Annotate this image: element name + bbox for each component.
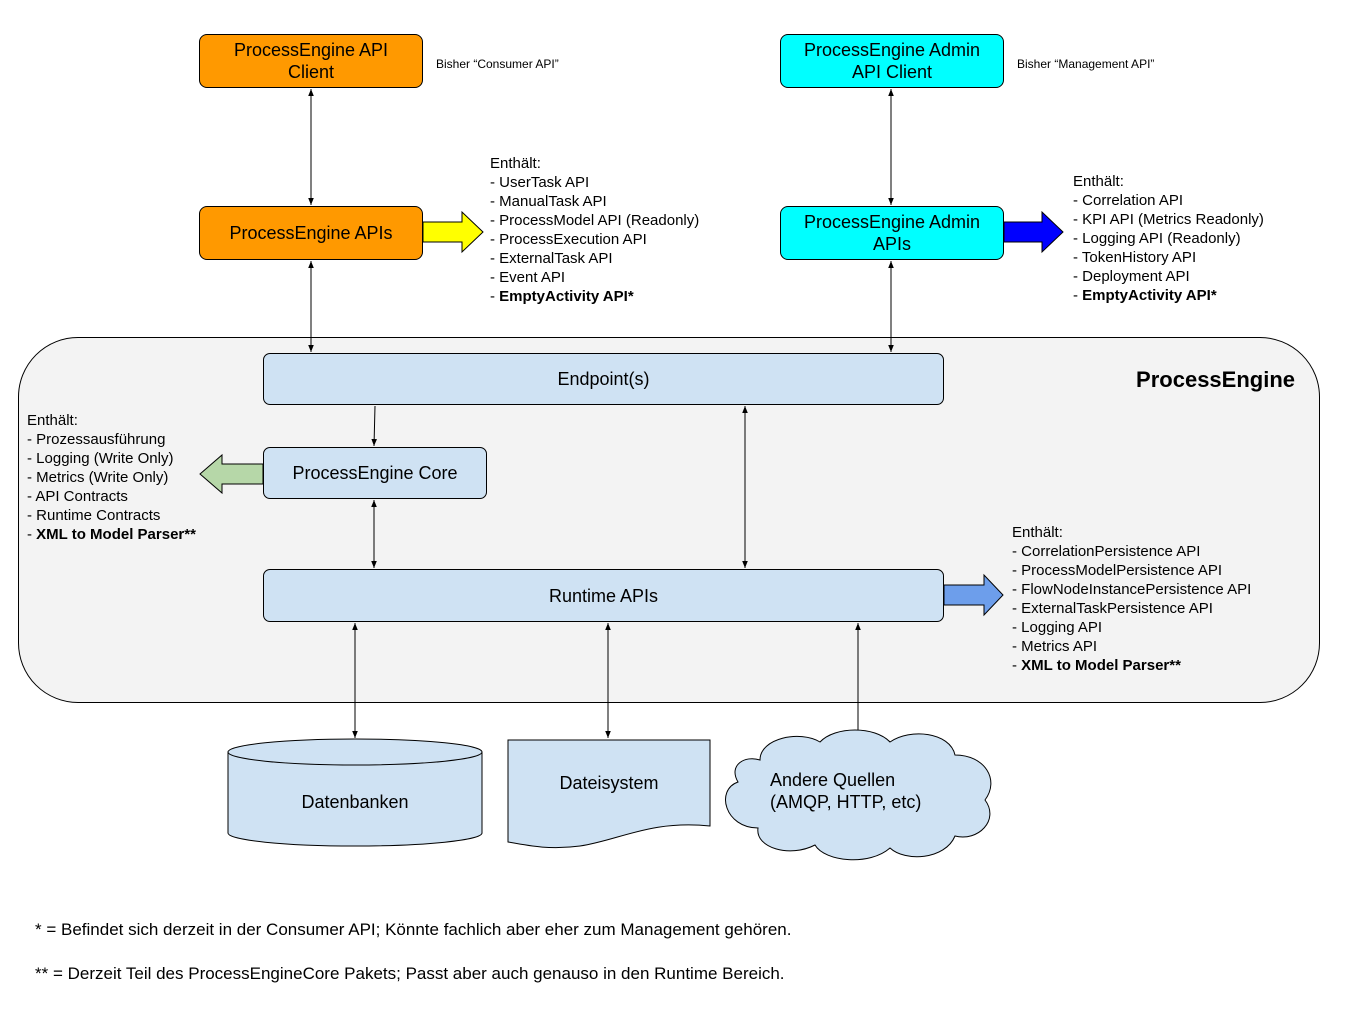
runtime-contents-list: Enthält: - CorrelationPersistence API - Pr…	[1012, 523, 1251, 675]
other-sources-line-1: Andere Quellen	[770, 770, 896, 790]
core-contents-list: Enthält: - Prozessausführung - Logging (Wr…	[27, 411, 196, 544]
green-block-arrow	[199, 453, 264, 495]
list-item: - ManualTask API	[490, 193, 607, 210]
list-item: - Metrics API	[1012, 638, 1098, 655]
list-item: - Logging (Write Only)	[27, 450, 174, 467]
list-title: Enthält:	[1012, 524, 1063, 541]
api-client-label: ProcessEngine API Client	[233, 40, 389, 82]
list-item: - Metrics (Write Only)	[27, 469, 169, 486]
cornflower-block-arrow	[943, 573, 1004, 617]
apis-box: ProcessEngine APIs	[199, 206, 423, 260]
list-item-highlight: - XML to Model Parser**	[27, 525, 196, 544]
list-item-bold-text: XML to Model Parser**	[1021, 657, 1181, 674]
list-item: - TokenHistory API	[1073, 249, 1197, 266]
list-title: Enthält:	[490, 155, 541, 172]
list-item: - Logging API (Readonly)	[1073, 230, 1241, 247]
list-item-highlight: - EmptyActivity API*	[1073, 286, 1264, 305]
list-item-bold-text: XML to Model Parser**	[36, 526, 196, 543]
databases-label: Datenbanken	[301, 792, 409, 812]
list-item: - Event API	[490, 269, 566, 286]
list-item-prefix: -	[1073, 287, 1083, 304]
footnote-single-star: * = Befindet sich derzeit in der Consume…	[35, 920, 792, 939]
endpoints-label: Endpoint(s)	[557, 369, 650, 389]
list-item: - ProcessExecution API	[490, 231, 647, 248]
list-item: - ProcessModel API (Readonly)	[490, 212, 700, 229]
databases-cylinder	[227, 738, 483, 847]
management-note: Bisher “Management API”	[1017, 57, 1155, 71]
runtime-apis-box: Runtime APIs	[263, 569, 944, 622]
filesystem-label: Dateisystem	[559, 773, 659, 793]
admin-api-client-label: ProcessEngine Admin API Client	[803, 40, 981, 82]
list-item: - KPI API (Metrics Readonly)	[1073, 211, 1264, 228]
process-engine-title: ProcessEngine	[1136, 367, 1295, 392]
list-item-prefix: -	[1012, 657, 1022, 674]
blue-block-arrow	[1003, 210, 1064, 254]
list-item: - ExternalTask API	[490, 250, 613, 267]
list-item: - ProcessModelPersistence API	[1012, 562, 1223, 579]
footnote-double-star: ** = Derzeit Teil des ProcessEngineCore …	[35, 964, 785, 983]
list-item: - Deployment API	[1073, 268, 1190, 285]
core-box: ProcessEngine Core	[263, 447, 487, 499]
endpoints-box: Endpoint(s)	[263, 353, 944, 405]
list-item-bold-text: EmptyActivity API*	[1082, 287, 1217, 304]
list-item-bold-text: EmptyActivity API*	[499, 288, 634, 305]
connector-endpoint-core	[371, 405, 377, 447]
list-item-highlight: - XML to Model Parser**	[1012, 656, 1251, 675]
list-item: - API Contracts	[27, 488, 128, 505]
list-title: Enthält:	[27, 412, 78, 429]
list-item: - Logging API	[1012, 619, 1103, 636]
apis-label: ProcessEngine APIs	[229, 223, 393, 243]
list-item: - FlowNodeInstancePersistence API	[1012, 581, 1252, 598]
yellow-block-arrow	[422, 210, 484, 254]
admin-apis-box: ProcessEngine Admin APIs	[780, 206, 1004, 260]
admin-api-client-box: ProcessEngine Admin API Client	[780, 34, 1004, 88]
api-client-box: ProcessEngine API Client	[199, 34, 423, 88]
list-item: - Correlation API	[1073, 192, 1184, 209]
other-sources-cloud	[725, 729, 992, 861]
list-item-prefix: -	[490, 288, 500, 305]
consumer-note: Bisher “Consumer API”	[436, 57, 559, 71]
list-item-highlight: - EmptyActivity API*	[490, 287, 699, 306]
admin-contents-list: Enthält: - Correlation API - KPI API (Metr…	[1073, 172, 1264, 305]
list-title: Enthält:	[1073, 173, 1124, 190]
list-item: - UserTask API	[490, 174, 590, 191]
list-item: - CorrelationPersistence API	[1012, 543, 1201, 560]
list-item: - Runtime Contracts	[27, 507, 161, 524]
other-sources-line-2: (AMQP, HTTP, etc)	[770, 792, 922, 812]
list-item: - ExternalTaskPersistence API	[1012, 600, 1213, 617]
list-item: - Prozessausführung	[27, 431, 166, 448]
runtime-apis-label: Runtime APIs	[548, 585, 659, 606]
admin-apis-label: ProcessEngine Admin APIs	[803, 212, 981, 254]
core-label: ProcessEngine Core	[292, 463, 458, 483]
other-sources-label: Andere Quellen (AMQP, HTTP, etc)	[770, 769, 960, 813]
list-item-prefix: -	[27, 526, 37, 543]
apis-contents-list: Enthält: - UserTask API - ManualTask API - …	[490, 154, 699, 306]
filesystem-document	[507, 739, 711, 849]
